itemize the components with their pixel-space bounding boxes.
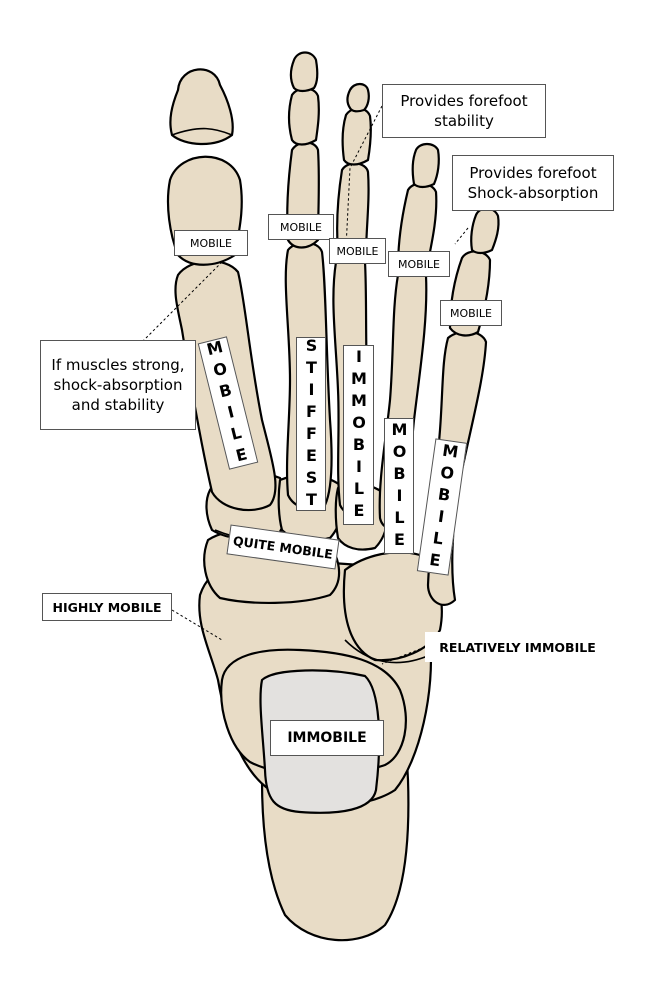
second-toe-distal-phalanx (289, 51, 319, 93)
label-mobile-second-toe-joint: MOBILE (268, 214, 334, 240)
immobile-talus-label: IMMOBILE (270, 720, 384, 756)
forefoot-shock-leader (454, 227, 469, 245)
fourth-ray-label: MOBILE (384, 418, 414, 554)
forefoot-shock-absorption-note: Provides forefoot Shock-absorption (452, 155, 614, 211)
second-ray-label: STIFFEST (296, 336, 326, 512)
great-toe-ip-joint (171, 127, 233, 136)
fourth-ray-text: MOBILE (390, 420, 409, 552)
third-toe-distal-phalanx (346, 82, 370, 113)
label-mobile-fourth-toe-joint: MOBILE (388, 251, 450, 277)
second-toe-middle-phalanx (287, 87, 320, 146)
third-ray-label: IMMOBILE (343, 345, 374, 525)
fifth-toe-middle-phalanx (470, 207, 500, 255)
label-mobile-fifth-toe-joint: MOBILE (440, 300, 502, 326)
muscles-note-leader (141, 261, 223, 343)
relatively-immobile-label: RELATIVELY IMMOBILE (425, 632, 610, 662)
fourth-toe-middle-phalanx (411, 142, 440, 189)
third-toe-middle-phalanx (341, 107, 372, 166)
calcaneocuboid-joint (344, 639, 431, 664)
highly-mobile-label: HIGHLY MOBILE (42, 593, 172, 621)
second-ray-text: STIFFEST (302, 336, 321, 512)
forefoot-stability-note: Provides forefoot stability (382, 84, 546, 138)
label-mobile-great-toe-joint: MOBILE (174, 230, 248, 256)
third-ray-text: IMMOBILE (349, 347, 369, 523)
label-mobile-third-toe-joint: MOBILE (329, 238, 386, 264)
muscles-strength-note: If muscles strong, shock-absorption and … (40, 340, 196, 430)
